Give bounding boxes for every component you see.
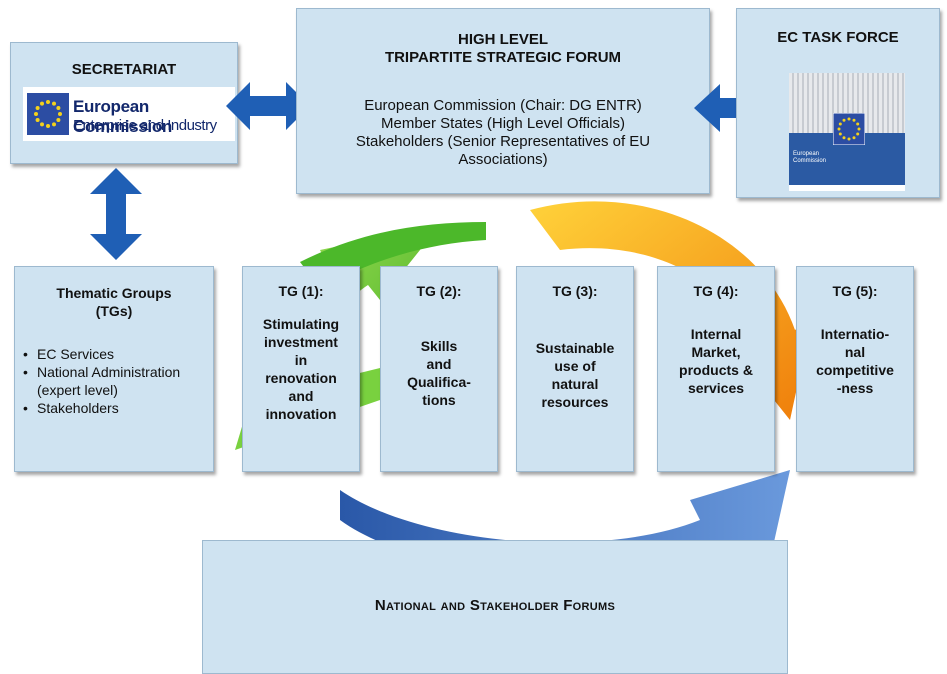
tg-line: use of bbox=[554, 358, 596, 374]
tg-3-body: Sustainable use of natural resources bbox=[517, 339, 633, 411]
tg-line: Internatio- bbox=[820, 326, 890, 342]
tg-line: Qualifica- bbox=[407, 374, 471, 390]
national-stakeholder-forums-box: National and Stakeholder Forums bbox=[202, 540, 788, 674]
forum-title-line2: TRIPARTITE STRATEGIC FORUM bbox=[384, 49, 622, 66]
tg-line: innovation bbox=[265, 406, 337, 422]
tg-line: resources bbox=[541, 394, 609, 410]
tg-line: nal bbox=[844, 344, 866, 360]
logo-caption: European Commission bbox=[793, 151, 826, 165]
tg-2-body: Skills and Qualifica- tions bbox=[381, 337, 497, 409]
ec-enterprise-logo: European Commission Enterprise and Indus… bbox=[23, 87, 235, 141]
secretariat-box: SECRETARIAT European Commission Enterpri… bbox=[10, 42, 238, 164]
tg-line: products & bbox=[679, 362, 753, 378]
logo-line-1: European Commission bbox=[73, 97, 173, 136]
task-force-title: EC TASK FORCE bbox=[777, 29, 899, 46]
thematic-title-line1: Thematic Groups bbox=[56, 285, 172, 301]
tg-3-head: TG (3): bbox=[552, 283, 598, 299]
tg-1-head: TG (1): bbox=[278, 283, 324, 299]
tg-line: -ness bbox=[836, 380, 874, 396]
tg-line: Internal bbox=[690, 326, 742, 342]
thematic-title-line2: (TGs) bbox=[95, 303, 133, 319]
tg-4-box: TG (4): Internal Market, products & serv… bbox=[657, 266, 775, 472]
tg-2-head: TG (2): bbox=[416, 283, 462, 299]
tripartite-forum-box: HIGH LEVEL TRIPARTITE STRATEGIC FORUM Eu… bbox=[296, 8, 710, 194]
tg-4-body: Internal Market, products & services bbox=[658, 325, 774, 397]
tg-2-box: TG (2): Skills and Qualifica- tions bbox=[380, 266, 498, 472]
logo-caption-line1: European bbox=[793, 151, 820, 157]
list-item: EC Services bbox=[23, 345, 209, 363]
list-item: Stakeholders bbox=[23, 399, 209, 417]
tg-line: renovation bbox=[265, 370, 337, 386]
national-forums-label: National and Stakeholder Forums bbox=[374, 597, 616, 614]
forum-member-line3: Stakeholders (Senior Representatives of … bbox=[355, 133, 651, 150]
forum-title-line1: HIGH LEVEL bbox=[457, 31, 548, 48]
logo-caption-line2: Commission bbox=[793, 158, 827, 164]
list-item: National Administration (expert level) bbox=[23, 363, 209, 399]
tg-5-box: TG (5): Internatio- nal competitive -nes… bbox=[796, 266, 914, 472]
tg-3-box: TG (3): Sustainable use of natural resou… bbox=[516, 266, 634, 472]
tg-5-head: TG (5): bbox=[832, 283, 878, 299]
ec-task-force-box: EC TASK FORCE European Commission bbox=[736, 8, 940, 198]
tg-line: and bbox=[288, 388, 314, 404]
forum-member-line1: European Commission (Chair: DG ENTR) bbox=[364, 97, 642, 114]
tg-1-body: Stimulating investment in renovation and… bbox=[243, 315, 359, 423]
orange-cycle-arrow bbox=[530, 201, 812, 420]
eu-flag-small-icon bbox=[833, 113, 865, 145]
tg-4-head: TG (4): bbox=[693, 283, 739, 299]
tg-line: competitive bbox=[816, 362, 894, 378]
tg-line: investment bbox=[264, 334, 338, 350]
tg-1-box: TG (1): Stimulating investment in renova… bbox=[242, 266, 360, 472]
tg-line: Market, bbox=[691, 344, 741, 360]
double-arrow-secretariat-thematic bbox=[90, 168, 142, 260]
tg-line: and bbox=[426, 356, 452, 372]
forum-member-line4: Associations) bbox=[458, 151, 548, 168]
thematic-members-list: EC Services National Administration (exp… bbox=[15, 345, 209, 417]
thematic-groups-box: Thematic Groups (TGs) EC Services Nation… bbox=[14, 266, 214, 472]
tg-line: Sustainable bbox=[535, 340, 615, 356]
double-arrow-secretariat-forum bbox=[226, 82, 310, 130]
tg-line: services bbox=[687, 380, 745, 396]
eu-stars-icon bbox=[34, 100, 62, 128]
eu-flag-icon bbox=[27, 93, 69, 135]
ec-commission-logo: European Commission bbox=[789, 73, 905, 191]
logo-line-2: Enterprise and Industry bbox=[73, 117, 217, 134]
forum-member-line2: Member States (High Level Officials) bbox=[381, 115, 625, 132]
secretariat-title: SECRETARIAT bbox=[71, 61, 177, 78]
tg-line: Skills bbox=[420, 338, 458, 354]
tg-line: Stimulating bbox=[262, 316, 340, 332]
tg-line: tions bbox=[422, 392, 456, 408]
tg-line: natural bbox=[551, 376, 599, 392]
tg-line: in bbox=[294, 352, 308, 368]
tg-5-body: Internatio- nal competitive -ness bbox=[797, 325, 913, 397]
